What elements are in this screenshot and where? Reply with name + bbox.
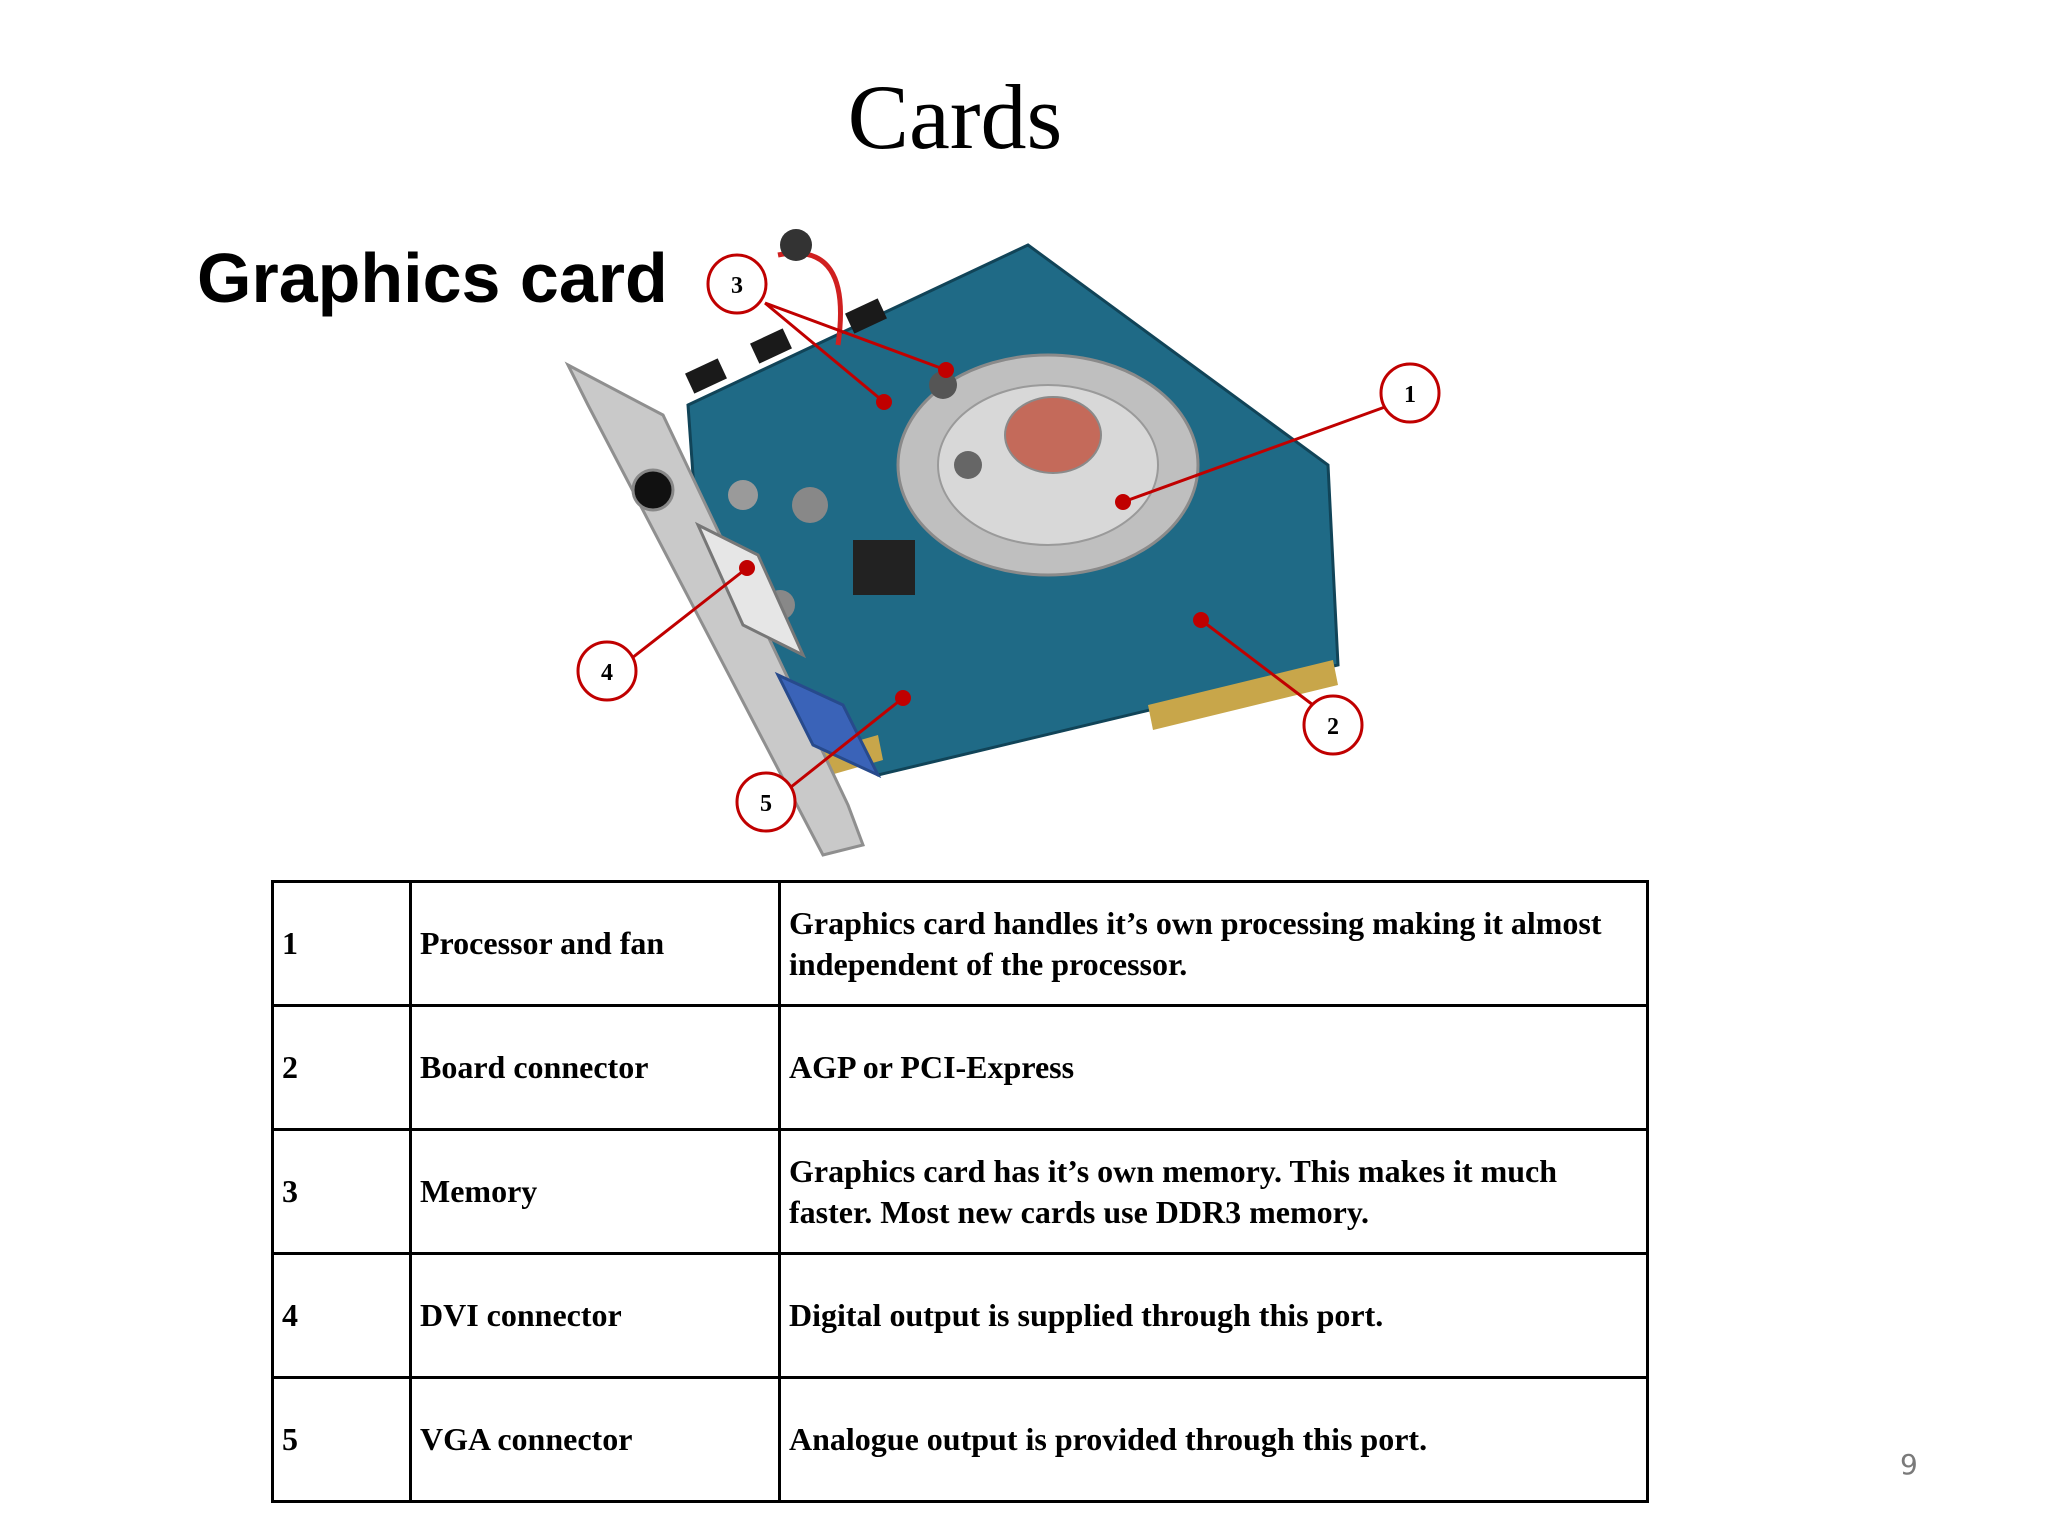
component-description: Digital output is supplied through this … bbox=[778, 1252, 1649, 1379]
component-name: Processor and fan bbox=[409, 880, 781, 1007]
row-number: 3 bbox=[271, 1128, 412, 1255]
row-number: 2 bbox=[271, 1004, 412, 1131]
table-row: 4 DVI connector Digital output is suppli… bbox=[271, 1252, 1649, 1379]
component-description: Graphics card has it’s own memory. This … bbox=[778, 1128, 1649, 1255]
table-row: 3 Memory Graphics card has it’s own memo… bbox=[271, 1128, 1649, 1255]
row-number: 4 bbox=[271, 1252, 412, 1379]
row-number: 1 bbox=[271, 880, 412, 1007]
row-number: 5 bbox=[271, 1376, 412, 1503]
graphics-card-photo bbox=[548, 215, 1548, 875]
slide-title: Cards bbox=[847, 66, 1063, 168]
table-row: 5 VGA connector Analogue output is provi… bbox=[271, 1376, 1649, 1503]
section-heading: Graphics card bbox=[197, 239, 668, 317]
parts-table: 1 Processor and fan Graphics card handle… bbox=[271, 880, 1649, 1503]
table-row: 1 Processor and fan Graphics card handle… bbox=[271, 880, 1649, 1007]
component-name: VGA connector bbox=[409, 1376, 781, 1503]
table-row: 2 Board connector AGP or PCI-Express bbox=[271, 1004, 1649, 1131]
component-description: Graphics card handles it’s own processin… bbox=[778, 880, 1649, 1007]
component-name: Memory bbox=[409, 1128, 781, 1255]
component-name: DVI connector bbox=[409, 1252, 781, 1379]
component-name: Board connector bbox=[409, 1004, 781, 1131]
component-description: AGP or PCI-Express bbox=[778, 1004, 1649, 1131]
page-number: 9 bbox=[1900, 1448, 1918, 1481]
component-description: Analogue output is provided through this… bbox=[778, 1376, 1649, 1503]
